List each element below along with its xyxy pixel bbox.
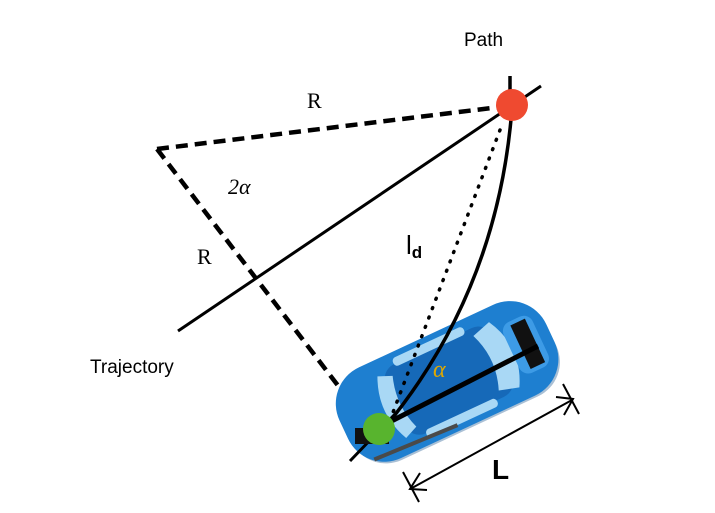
lookahead-label-main: l [406, 230, 412, 260]
rear-axle-point [363, 413, 395, 445]
radius-label-top: R [307, 88, 322, 113]
wheelbase-label: L [492, 454, 509, 485]
trajectory-label: Trajectory [90, 357, 174, 378]
angle-2alpha-label: 2α [228, 174, 251, 199]
path-label: Path [464, 30, 503, 51]
wheelbase-line [376, 343, 540, 431]
car-windshield [473, 322, 520, 391]
car-rear-window [377, 375, 417, 439]
alpha-label: α [433, 357, 446, 383]
trajectory-line [177, 84, 542, 333]
goal-point [496, 89, 528, 121]
wheelbase-dimension [402, 383, 580, 503]
lookahead-label-sub: d [412, 243, 422, 262]
path-curve [384, 107, 514, 428]
radius-label-left: R [197, 244, 212, 269]
front-axle-wheel [510, 318, 546, 369]
car-trim-line [373, 423, 459, 462]
lookahead-line [390, 128, 502, 417]
lookahead-label: ld [406, 230, 422, 262]
car-side-window-bottom [426, 398, 498, 438]
radius-line-left [155, 147, 364, 419]
radius-line-top [156, 103, 509, 152]
